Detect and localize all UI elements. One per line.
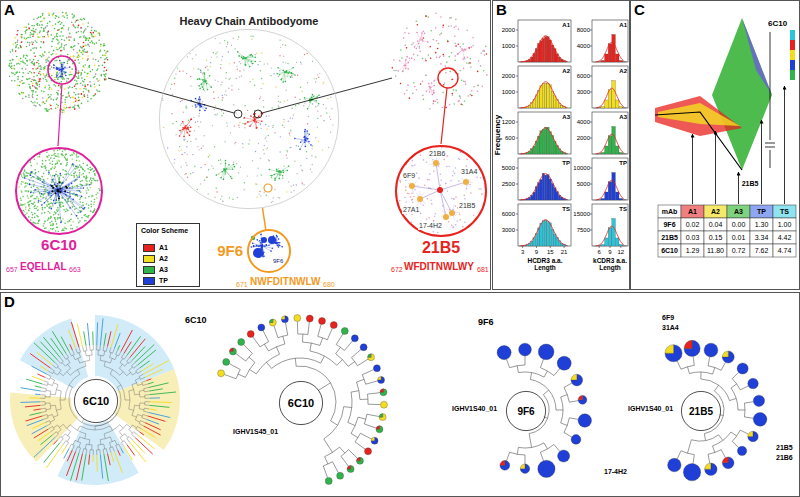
- figure-stage: AHeavy Chain Antibodyome6C109F621B5Color…: [0, 0, 800, 497]
